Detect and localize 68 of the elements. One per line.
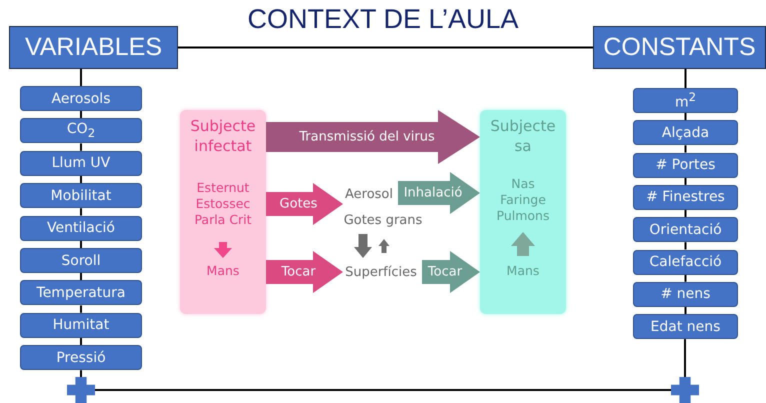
list-item: Calefacció xyxy=(633,250,738,274)
list-item: Ventilació xyxy=(20,216,142,241)
connector-line xyxy=(80,338,82,346)
connector-line xyxy=(684,339,686,377)
connector-line xyxy=(80,69,82,86)
title: CONTEXT DE L’AULA xyxy=(246,4,520,35)
connector-line xyxy=(80,370,82,377)
list-item: # nens xyxy=(633,282,738,307)
node-text: Gotes grans xyxy=(344,212,422,228)
list-item: m$^{2}$ xyxy=(633,88,738,113)
heading-box: VARIABLES xyxy=(9,26,178,69)
list-item: Orientació xyxy=(633,217,738,242)
panel-heading: Subjecte sa xyxy=(489,116,557,156)
edge-label: Tocar xyxy=(281,264,316,280)
connector-line xyxy=(684,274,686,282)
edge-label: Transmissió del virus xyxy=(299,130,435,144)
body-text: Mans xyxy=(506,263,540,279)
list-item: # Finestres xyxy=(633,184,738,210)
connector-line xyxy=(684,178,686,185)
list-item: CO$_{2}$ xyxy=(20,118,142,144)
block-arrow xyxy=(266,110,480,164)
connector-line xyxy=(80,305,82,313)
connector-line xyxy=(80,240,82,248)
block-arrow xyxy=(511,232,535,256)
edge-label: Gotes xyxy=(280,196,318,212)
list-item: Mobilitat xyxy=(20,183,142,208)
block-arrow xyxy=(214,242,232,258)
connector-line xyxy=(95,389,671,391)
list-item: Humitat xyxy=(20,312,142,338)
block-arrow xyxy=(422,251,480,293)
body-text: Nas Faringe Pulmons xyxy=(496,176,550,224)
block-arrow xyxy=(354,234,372,258)
list-item: Soroll xyxy=(20,248,142,273)
list-item: # Portes xyxy=(633,152,738,178)
cross-shape xyxy=(67,377,95,403)
edge-label: Tocar xyxy=(428,264,462,280)
cross-shape xyxy=(671,377,699,403)
block-arrow xyxy=(398,172,480,214)
list-item: Temperatura xyxy=(20,280,142,306)
connector-line xyxy=(684,113,686,120)
connector-line xyxy=(178,46,593,48)
connector-line xyxy=(684,306,686,314)
connector-line xyxy=(80,143,82,151)
panel-heading: Subjecte infectat xyxy=(189,116,257,156)
connector-line xyxy=(684,69,686,88)
block-arrow xyxy=(378,239,390,253)
block-arrow xyxy=(266,251,343,293)
heading-box: CONSTANTS xyxy=(593,26,766,69)
node-text: Aerosol xyxy=(344,186,393,202)
list-item: Llum UV xyxy=(20,150,142,176)
node-text: Superfícies xyxy=(345,264,417,280)
edge-label: Inhalació xyxy=(404,186,462,200)
block-arrow xyxy=(266,183,343,225)
connector-line xyxy=(684,145,686,153)
subject-panel xyxy=(180,110,266,314)
body-text: Mans xyxy=(206,263,240,279)
connector-line xyxy=(80,111,82,118)
connector-line xyxy=(80,176,82,184)
connector-line xyxy=(80,208,82,216)
list-item: Edat nens xyxy=(633,314,738,340)
connector-line xyxy=(684,210,686,218)
connector-line xyxy=(80,273,82,280)
subject-panel xyxy=(480,110,566,314)
list-item: Alçada xyxy=(633,120,738,146)
body-text: Esternut Estossec Parla Crit xyxy=(193,180,253,228)
connector-line xyxy=(684,242,686,250)
list-item: Aerosols xyxy=(20,86,142,111)
list-item: Pressió xyxy=(20,345,142,370)
